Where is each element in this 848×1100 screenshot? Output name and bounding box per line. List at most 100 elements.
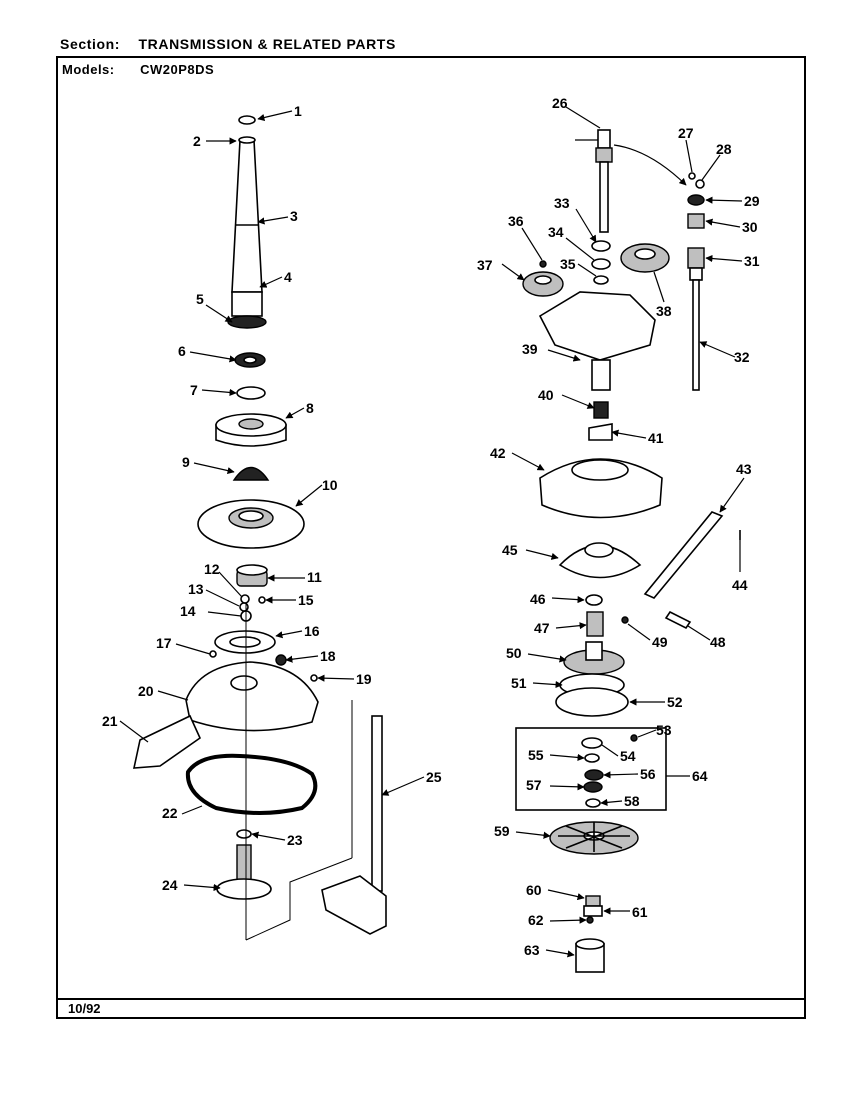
part-64-kit-box	[515, 727, 667, 811]
callout-27: 27	[678, 125, 694, 141]
callout-19: 19	[356, 671, 372, 687]
part-24-drive-pinion	[236, 844, 252, 882]
callout-44: 44	[732, 577, 748, 593]
models-label: Models:	[62, 62, 115, 77]
part-41-coupling	[588, 423, 613, 441]
part-25-drive-tube	[371, 715, 383, 892]
diagram-frame: Models: CW20P8DS 10/92	[56, 56, 806, 1019]
part-62-ring	[586, 916, 594, 924]
callout-64: 64	[692, 768, 708, 784]
callout-29: 29	[744, 193, 760, 209]
part-18-plug	[275, 654, 287, 666]
callout-15: 15	[298, 592, 314, 608]
part-15-pin	[258, 596, 266, 604]
callout-43: 43	[736, 461, 752, 477]
callout-49: 49	[652, 634, 668, 650]
callout-37: 37	[477, 257, 493, 273]
callout-5: 5	[196, 291, 204, 307]
callout-13: 13	[188, 581, 204, 597]
part-9-seal	[232, 466, 270, 481]
part-1-o-ring	[238, 115, 256, 125]
callout-39: 39	[522, 341, 538, 357]
part-60-nut	[585, 895, 601, 907]
callout-26: 26	[552, 95, 568, 111]
part-39-gear-case	[538, 291, 656, 361]
part-5-seal-ring	[227, 315, 267, 329]
callout-9: 9	[182, 454, 190, 470]
part-21-bracket	[132, 714, 202, 769]
part-48-bolt	[664, 610, 692, 630]
part-28-washer	[695, 179, 705, 189]
part-47-spring	[586, 611, 604, 637]
part-32-shifter-shaft	[692, 279, 700, 391]
part-40-spring	[593, 401, 609, 419]
callout-40: 40	[538, 387, 554, 403]
callout-54: 54	[620, 748, 636, 764]
callout-50: 50	[506, 645, 522, 661]
callout-52: 52	[667, 694, 683, 710]
callout-42: 42	[490, 445, 506, 461]
callout-6: 6	[178, 343, 186, 359]
part-52-brake-plate	[555, 687, 629, 717]
section-label: Section:	[60, 36, 121, 52]
callout-3: 3	[290, 208, 298, 224]
part-31-spring	[687, 247, 705, 269]
models-value: CW20P8DS	[140, 62, 215, 77]
part-22-case-gasket	[185, 753, 318, 815]
callout-35: 35	[560, 256, 576, 272]
callout-41: 41	[648, 430, 664, 446]
callout-20: 20	[138, 683, 154, 699]
callout-18: 18	[320, 648, 336, 664]
section-title: TRANSMISSION & RELATED PARTS	[138, 36, 396, 52]
part-20-transmission-cover	[185, 661, 319, 732]
part-43-shift-rod	[643, 511, 724, 599]
callout-46: 46	[530, 591, 546, 607]
models-header: Models: CW20P8DS	[62, 62, 214, 77]
callout-1: 1	[294, 103, 302, 119]
callout-32: 32	[734, 349, 750, 365]
callout-58: 58	[624, 793, 640, 809]
part-56-seal	[584, 769, 604, 781]
callout-7: 7	[190, 382, 198, 398]
callout-23: 23	[287, 832, 303, 848]
callout-61: 61	[632, 904, 648, 920]
part-23-o-ring	[236, 829, 252, 839]
callout-17: 17	[156, 635, 172, 651]
callout-28: 28	[716, 141, 732, 157]
part-7-o-ring	[236, 386, 266, 400]
section-header: Section: TRANSMISSION & RELATED PARTS	[60, 36, 396, 52]
part-3-agitator-shaft	[231, 139, 263, 293]
part-30-bushing	[687, 213, 705, 229]
part-36-pin	[539, 260, 547, 268]
callout-53: 53	[656, 722, 672, 738]
part-57-seal	[583, 781, 603, 793]
part-16-gasket	[214, 630, 276, 654]
part-33-washer	[591, 240, 611, 252]
footer-divider	[58, 998, 804, 1000]
part-4-shaft-collar	[231, 291, 263, 317]
part-2-shaft-top	[238, 136, 256, 144]
part-46-washer	[585, 594, 603, 606]
callout-47: 47	[534, 620, 550, 636]
callout-12: 12	[204, 561, 220, 577]
part-49-screw	[621, 616, 629, 624]
callout-51: 51	[511, 675, 527, 691]
callout-36: 36	[508, 213, 524, 229]
callout-4: 4	[284, 269, 292, 285]
part-25-mount-bracket	[321, 875, 387, 935]
part-54-washer	[581, 737, 603, 749]
date-code: 10/92	[68, 1001, 101, 1016]
callout-60: 60	[526, 882, 542, 898]
callout-14: 14	[180, 603, 196, 619]
part-29-seal	[687, 194, 705, 206]
part-27-clip	[688, 172, 696, 180]
part-58-washer	[585, 798, 601, 808]
part-53-screw	[630, 734, 638, 742]
part-19-screw	[310, 674, 318, 682]
part-42-shield	[539, 458, 663, 519]
callout-2: 2	[193, 133, 201, 149]
callout-31: 31	[744, 253, 760, 269]
part-13-washer	[239, 602, 249, 612]
callout-24: 24	[162, 877, 178, 893]
